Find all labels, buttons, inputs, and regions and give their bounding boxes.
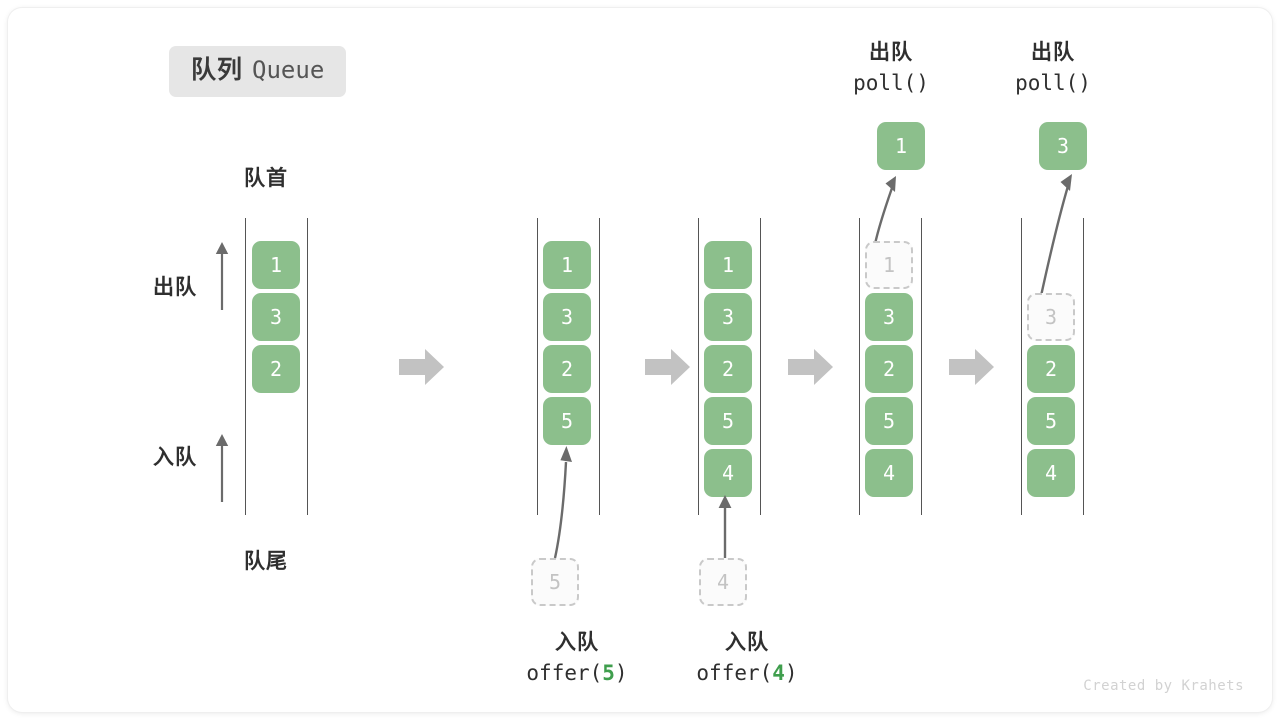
col4-cell-4: 4 <box>865 449 913 497</box>
credit-text: Created by Krahets <box>1083 678 1244 694</box>
col5-caption-cn: 出队 <box>1031 41 1075 64</box>
col4-cell-2: 2 <box>865 345 913 393</box>
step-arrow-3-icon <box>788 348 834 386</box>
col4-rail-right <box>921 218 922 515</box>
col3-incoming-ghost-cell: 4 <box>699 558 747 606</box>
col4-caption-cn: 出队 <box>869 41 913 64</box>
col3-cell-0: 1 <box>704 241 752 289</box>
col3-code-suffix: ) <box>784 661 798 686</box>
dequeue-up-arrow-icon <box>214 240 230 310</box>
col2-code-num: 5 <box>602 661 615 686</box>
col3-caption: 入队 offer(4) <box>687 628 807 689</box>
col4-caption: 出队 poll() <box>848 38 934 99</box>
col2-cell-1: 3 <box>543 293 591 341</box>
col2-rail-right <box>599 218 600 515</box>
col4-cell-0: 1 <box>865 241 913 289</box>
col2-cell-2: 2 <box>543 345 591 393</box>
col5-cell-3: 5 <box>1027 397 1075 445</box>
col5-cell-2: 2 <box>1027 345 1075 393</box>
col1-cell-2: 2 <box>252 345 300 393</box>
col3-enqueue-arrow-icon <box>711 492 739 560</box>
col5-popped-cell: 3 <box>1039 122 1087 170</box>
col2-code-suffix: ) <box>614 661 628 686</box>
step-arrow-2-icon <box>645 348 691 386</box>
col3-code-num: 4 <box>772 661 785 686</box>
col1-rail-left <box>245 218 246 515</box>
label-queue-tail: 队尾 <box>244 550 288 573</box>
col3-cell-2: 2 <box>704 345 752 393</box>
col2-enqueue-arrow-icon <box>538 440 578 560</box>
col2-code-prefix: offer( <box>526 661 603 686</box>
col5-rail-left <box>1021 218 1022 515</box>
col2-caption: 入队 offer(5) <box>517 628 637 689</box>
col3-cell-1: 3 <box>704 293 752 341</box>
col2-rail-left <box>537 218 538 515</box>
diagram-canvas: 队列 Queue 队首 出队 入队 队尾 1 3 2 1 3 2 5 5 <box>8 8 1272 712</box>
enqueue-up-arrow-icon <box>214 432 230 502</box>
col4-dequeue-arrow-icon <box>863 174 905 246</box>
col4-popped-cell: 1 <box>877 122 925 170</box>
col3-rail-right <box>760 218 761 515</box>
title-badge: 队列 Queue <box>169 46 347 97</box>
col5-rail-right <box>1083 218 1084 515</box>
label-enqueue: 入队 <box>153 446 197 469</box>
col4-cell-3: 5 <box>865 397 913 445</box>
col3-cell-3: 5 <box>704 397 752 445</box>
col2-cell-0: 1 <box>543 241 591 289</box>
col5-cell-4: 4 <box>1027 449 1075 497</box>
col3-caption-code: offer(4) <box>687 658 807 688</box>
col2-caption-cn: 入队 <box>555 631 599 654</box>
label-queue-head: 队首 <box>244 167 288 190</box>
col2-caption-code: offer(5) <box>517 658 637 688</box>
col5-caption: 出队 poll() <box>1010 38 1096 99</box>
col5-cell-1: 3 <box>1027 293 1075 341</box>
col1-cell-0: 1 <box>252 241 300 289</box>
title-cn: 队列 <box>191 56 244 84</box>
step-arrow-4-icon <box>949 348 995 386</box>
col3-cell-4: 4 <box>704 449 752 497</box>
col4-caption-code: poll() <box>853 71 929 96</box>
col2-incoming-ghost-cell: 5 <box>531 558 579 606</box>
col5-caption-code: poll() <box>1015 71 1091 96</box>
col4-cell-1: 3 <box>865 293 913 341</box>
col3-code-prefix: offer( <box>696 661 773 686</box>
col5-dequeue-arrow-icon <box>1030 172 1082 298</box>
step-arrow-1-icon <box>399 348 445 386</box>
col1-cell-1: 3 <box>252 293 300 341</box>
col3-caption-cn: 入队 <box>725 631 769 654</box>
label-dequeue: 出队 <box>153 276 197 299</box>
col4-rail-left <box>859 218 860 515</box>
title-en: Queue <box>252 56 325 84</box>
col2-cell-3: 5 <box>543 397 591 445</box>
col3-rail-left <box>698 218 699 515</box>
col1-rail-right <box>307 218 308 515</box>
